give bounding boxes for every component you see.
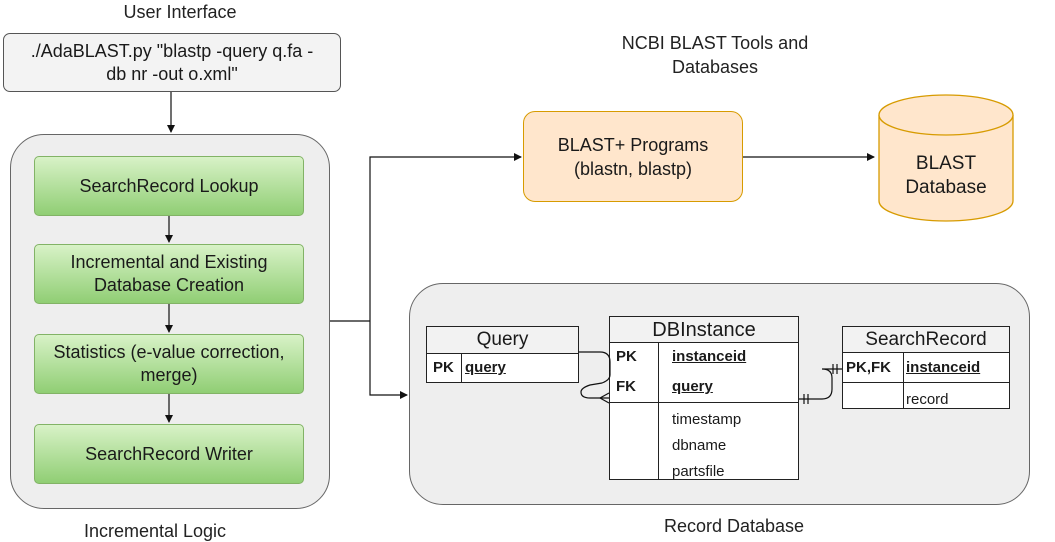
step-searchrecord-writer: SearchRecord Writer xyxy=(34,424,304,484)
user-interface-label: User Interface xyxy=(123,2,237,22)
blast-database-label: BLAST Database xyxy=(876,148,1016,204)
dbinstance-key-pk: PK xyxy=(616,348,637,365)
searchrecord-table-title: SearchRecord xyxy=(843,327,1009,353)
command-line2: db nr -out o.xml" xyxy=(106,63,238,84)
blast-programs-box: BLAST+ Programs (blastn, blastp) xyxy=(523,111,743,202)
command-line1: ./AdaBLAST.py "blastp -query q.fa - xyxy=(30,40,314,61)
query-table-divider xyxy=(461,353,462,383)
searchrecord-table-divider xyxy=(903,352,904,409)
step-label-line2: Database Creation xyxy=(93,275,245,295)
step-label-line1: Incremental and Existing xyxy=(70,252,268,272)
dbinstance-table-divider xyxy=(658,342,659,480)
searchrecord-field-record: record xyxy=(906,391,949,408)
step-label: SearchRecord Writer xyxy=(85,443,253,464)
step-database-creation: Incremental and Existing Database Creati… xyxy=(34,244,304,304)
edge-logic-to-recorddb xyxy=(369,321,408,399)
query-key: PK xyxy=(433,359,454,376)
searchrecord-table: SearchRecord PK,FK instanceid record xyxy=(842,326,1010,409)
query-table: Query PK query xyxy=(426,326,579,383)
ncbi-blast-label-line1: NCBI BLAST Tools and xyxy=(621,33,809,53)
step-statistics: Statistics (e-value correction, merge) xyxy=(34,334,304,394)
command-box: ./AdaBLAST.py "blastp -query q.fa - db n… xyxy=(3,33,341,92)
step-label-line2: merge) xyxy=(140,365,198,385)
query-table-title: Query xyxy=(427,327,578,354)
blast-database-cylinder-icon xyxy=(878,94,1014,222)
ncbi-blast-label-line2: Databases xyxy=(671,57,759,77)
step-label: SearchRecord Lookup xyxy=(79,175,259,196)
blast-database-line2: Database xyxy=(905,177,987,198)
ncbi-blast-label: NCBI BLAST Tools and Databases xyxy=(575,31,855,79)
blast-programs-title: BLAST+ Programs xyxy=(557,134,709,155)
dbinstance-table: DBInstance PK instanceid FK query timest… xyxy=(609,316,799,480)
dbinstance-table-title: DBInstance xyxy=(610,317,798,343)
query-field: query xyxy=(465,359,506,376)
searchrecord-key-separator xyxy=(843,382,1010,383)
dbinstance-key-fk: FK xyxy=(616,378,636,395)
incremental-logic-label: Incremental Logic xyxy=(83,521,227,541)
dbinstance-field-query: query xyxy=(672,378,713,395)
dbinstance-field-partsfile: partsfile xyxy=(672,463,725,480)
blast-database-line1: BLAST xyxy=(915,153,977,174)
dbinstance-key-separator xyxy=(610,402,799,403)
record-database-label: Record Database xyxy=(663,516,805,536)
dbinstance-field-instanceid: instanceid xyxy=(672,348,747,365)
step-label-line1: Statistics (e-value correction, xyxy=(53,342,285,362)
dbinstance-field-timestamp: timestamp xyxy=(672,411,742,428)
dbinstance-field-dbname: dbname xyxy=(672,437,727,454)
step-searchrecord-lookup: SearchRecord Lookup xyxy=(34,156,304,216)
searchrecord-field-instanceid: instanceid xyxy=(906,359,981,376)
searchrecord-key-pkfk: PK,FK xyxy=(846,359,891,376)
blast-programs-list: (blastn, blastp) xyxy=(573,158,693,179)
